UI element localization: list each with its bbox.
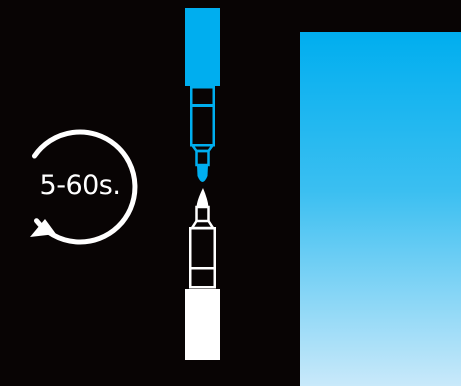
timer-label: 5-60s. xyxy=(30,164,130,208)
top-marker-icon xyxy=(185,8,220,182)
color-swatch xyxy=(300,32,461,386)
bottom-marker-icon xyxy=(185,188,220,360)
